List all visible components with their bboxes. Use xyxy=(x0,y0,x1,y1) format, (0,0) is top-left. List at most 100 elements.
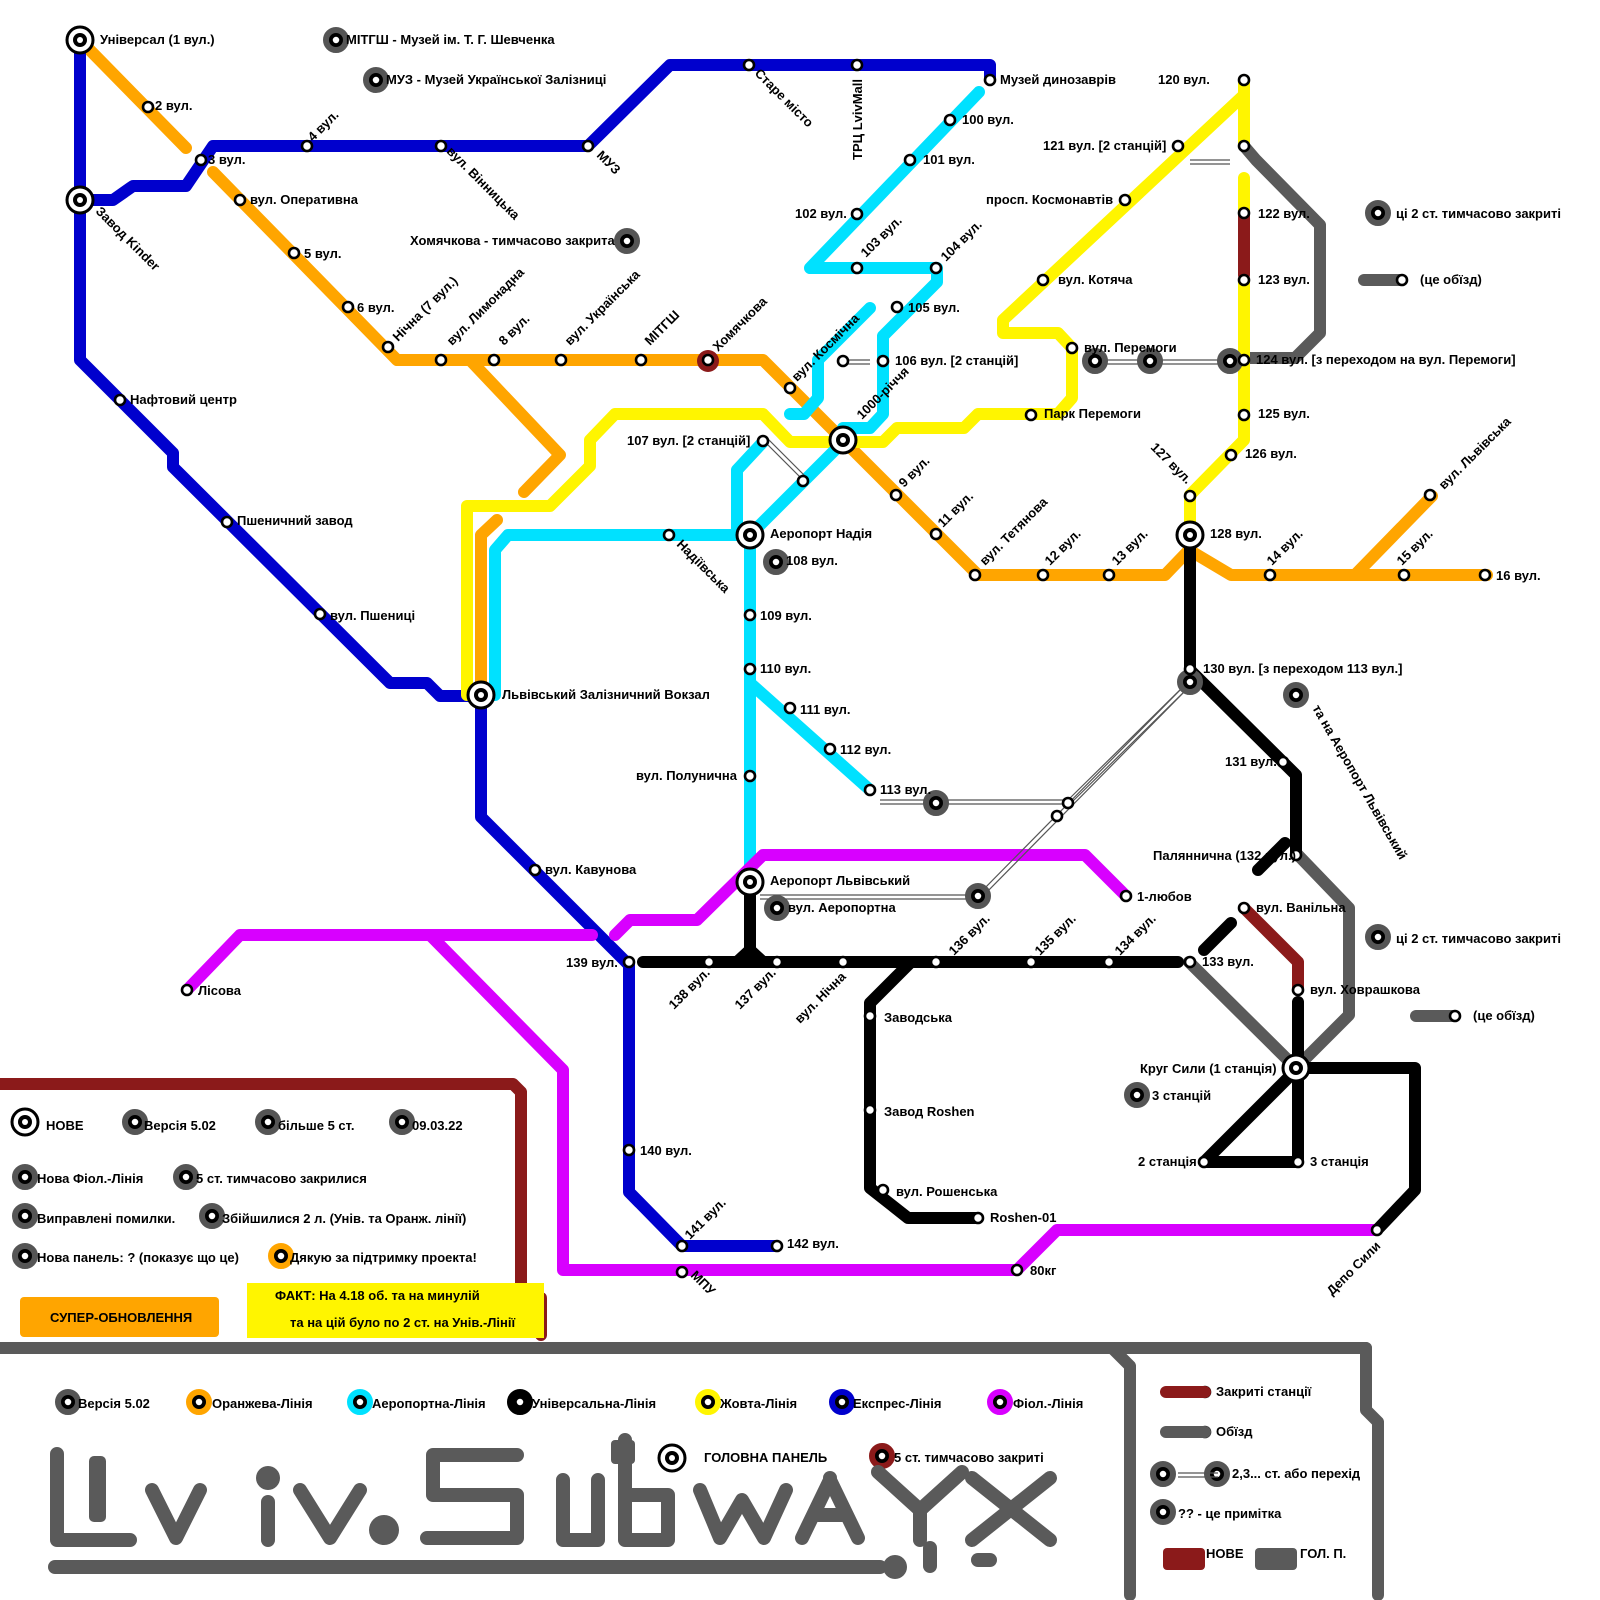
station-marker[interactable] xyxy=(1239,75,1249,85)
label-st100[interactable]: 100 вул. xyxy=(962,112,1014,127)
label-st142[interactable]: 142 вул. xyxy=(787,1236,839,1251)
station-marker[interactable] xyxy=(704,957,714,967)
label-peremohy[interactable]: вул. Перемоги xyxy=(1084,340,1177,355)
label-khvrashkova[interactable]: вул. Ховрашкова xyxy=(1310,982,1421,997)
label-kruh-syly[interactable]: Круг Сили (1 станція) xyxy=(1140,1061,1277,1076)
label-stare-misto[interactable]: Старе місто xyxy=(752,66,817,131)
station-marker[interactable] xyxy=(825,744,835,754)
station-marker[interactable] xyxy=(1120,195,1130,205)
label-st110[interactable]: 110 вул. xyxy=(760,661,811,676)
label-st5[interactable]: 5 вул. xyxy=(304,246,341,261)
station-marker[interactable] xyxy=(1239,141,1249,151)
station-marker[interactable] xyxy=(852,209,862,219)
station-marker[interactable] xyxy=(1173,141,1183,151)
station-marker[interactable] xyxy=(436,355,446,365)
label-depo[interactable]: Депо Сили xyxy=(1324,1238,1384,1298)
label-vanilna[interactable]: вул. Ванільна xyxy=(1256,900,1346,915)
station-marker[interactable] xyxy=(143,102,153,112)
label-kruh3b[interactable]: 3 станція xyxy=(1310,1154,1369,1169)
label-roshen01[interactable]: Roshen-01 xyxy=(990,1210,1056,1225)
label-lvivmall[interactable]: ТРЦ LvivMall xyxy=(850,79,865,160)
label-st128[interactable]: 128 вул. xyxy=(1210,526,1262,541)
label-st112[interactable]: 112 вул. xyxy=(840,742,891,757)
station-marker[interactable] xyxy=(302,141,312,151)
label-tetianova[interactable]: вул. Тетянова xyxy=(977,494,1051,568)
station-marker[interactable] xyxy=(556,355,566,365)
label-airport-nadiia[interactable]: Аеропорт Надія xyxy=(770,526,872,541)
station-marker[interactable] xyxy=(1226,450,1236,460)
station-marker[interactable] xyxy=(1026,410,1036,420)
label-st102[interactable]: 102 вул. xyxy=(795,206,847,221)
label-st121[interactable]: 121 вул. [2 станцій] xyxy=(1043,138,1166,153)
label-closed2b[interactable]: ці 2 ст. тимчасово закриті xyxy=(1396,931,1561,946)
station-marker[interactable] xyxy=(703,355,713,365)
label-kavunova[interactable]: вул. Кавунова xyxy=(545,862,637,877)
station-marker[interactable] xyxy=(931,263,941,273)
station-marker[interactable] xyxy=(838,356,848,366)
station-marker[interactable] xyxy=(1121,891,1131,901)
label-universal[interactable]: Універсал (1 вул.) xyxy=(100,32,215,47)
station-marker[interactable] xyxy=(664,530,674,540)
station-marker[interactable] xyxy=(1063,798,1073,808)
label-st107[interactable]: 107 вул. [2 станцій] xyxy=(627,433,750,448)
station-marker[interactable] xyxy=(1425,490,1435,500)
station-marker[interactable] xyxy=(1067,343,1077,353)
station-marker[interactable] xyxy=(905,155,915,165)
label-detour-b[interactable]: (це обїзд) xyxy=(1473,1008,1535,1023)
station-marker[interactable] xyxy=(985,75,995,85)
station-marker[interactable] xyxy=(624,1145,634,1155)
station-marker[interactable] xyxy=(1480,570,1490,580)
label-st11[interactable]: 11 вул. xyxy=(935,488,977,530)
label-mitgsh-museum[interactable]: МІТГШ - Музей ім. Т. Г. Шевченка xyxy=(346,32,555,47)
station-marker[interactable] xyxy=(1185,957,1195,967)
label-st6[interactable]: 6 вул. xyxy=(357,300,394,315)
label-lisova[interactable]: Лісова xyxy=(198,983,242,998)
label-st3[interactable]: 3 вул. xyxy=(208,152,245,167)
station-marker[interactable] xyxy=(1104,570,1114,580)
label-st136[interactable]: 136 вул. xyxy=(946,911,993,958)
station-marker[interactable] xyxy=(745,771,755,781)
station-marker[interactable] xyxy=(865,1011,875,1021)
label-lvivska[interactable]: вул. Львівська xyxy=(1436,413,1515,492)
station-marker[interactable] xyxy=(1199,1157,1209,1167)
station-marker[interactable] xyxy=(624,957,634,967)
label-roshenska[interactable]: вул. Рошенська xyxy=(896,1184,998,1199)
label-st4[interactable]: 4 вул. xyxy=(305,107,342,144)
station-marker[interactable] xyxy=(1012,1265,1022,1275)
label-pshenychnyi[interactable]: Пшеничний завод xyxy=(237,513,353,528)
station-marker[interactable] xyxy=(785,703,795,713)
label-st101[interactable]: 101 вул. xyxy=(923,152,975,167)
label-st16[interactable]: 16 вул. xyxy=(1496,568,1541,583)
station-marker[interactable] xyxy=(1026,957,1036,967)
station-marker[interactable] xyxy=(289,248,299,258)
label-st106[interactable]: 106 вул. [2 станцій] xyxy=(895,353,1018,368)
label-kruh2[interactable]: 2 станція xyxy=(1138,1154,1197,1169)
station-marker[interactable] xyxy=(931,529,941,539)
label-kosmonavtiv[interactable]: просп. Космонавтів xyxy=(986,192,1113,207)
label-st127[interactable]: 127 вул. xyxy=(1148,440,1195,487)
station-marker[interactable] xyxy=(744,60,754,70)
station-marker[interactable] xyxy=(785,383,795,393)
label-st137[interactable]: 137 вул. xyxy=(732,965,779,1012)
label-st104[interactable]: 104 вул. xyxy=(938,217,985,264)
label-vinnytska[interactable]: вул. Вінницька xyxy=(444,144,523,223)
station-marker[interactable] xyxy=(1239,208,1249,218)
label-st103[interactable]: 103 вул. xyxy=(858,213,905,260)
label-nichna[interactable]: вул. Нічна xyxy=(792,968,850,1026)
station-marker[interactable] xyxy=(1450,1011,1460,1021)
station-marker[interactable] xyxy=(1185,664,1195,674)
label-muz-museum[interactable]: МУЗ - Музей Української Залізниці xyxy=(386,72,606,87)
station-marker[interactable] xyxy=(878,1185,888,1195)
label-st123[interactable]: 123 вул. xyxy=(1258,272,1310,287)
station-marker[interactable] xyxy=(182,985,192,995)
label-mitgsh[interactable]: МІТГШ xyxy=(642,307,683,348)
label-palianychna[interactable]: Паляннична (132 вул.) xyxy=(1153,848,1296,863)
label-khom-closed[interactable]: Хомячкова - тимчасово закрита xyxy=(410,233,616,248)
label-st130[interactable]: 130 вул. [з переходом 113 вул.] xyxy=(1203,661,1402,676)
label-st135[interactable]: 135 вул. xyxy=(1032,911,1079,958)
station-marker[interactable] xyxy=(1278,757,1288,767)
label-kotiacha[interactable]: вул. Котяча xyxy=(1058,272,1133,287)
label-st113[interactable]: 113 вул. xyxy=(880,782,931,797)
label-dino[interactable]: Музей динозаврів xyxy=(1000,72,1116,87)
label-closed2a[interactable]: ці 2 ст. тимчасово закриті xyxy=(1396,206,1561,221)
